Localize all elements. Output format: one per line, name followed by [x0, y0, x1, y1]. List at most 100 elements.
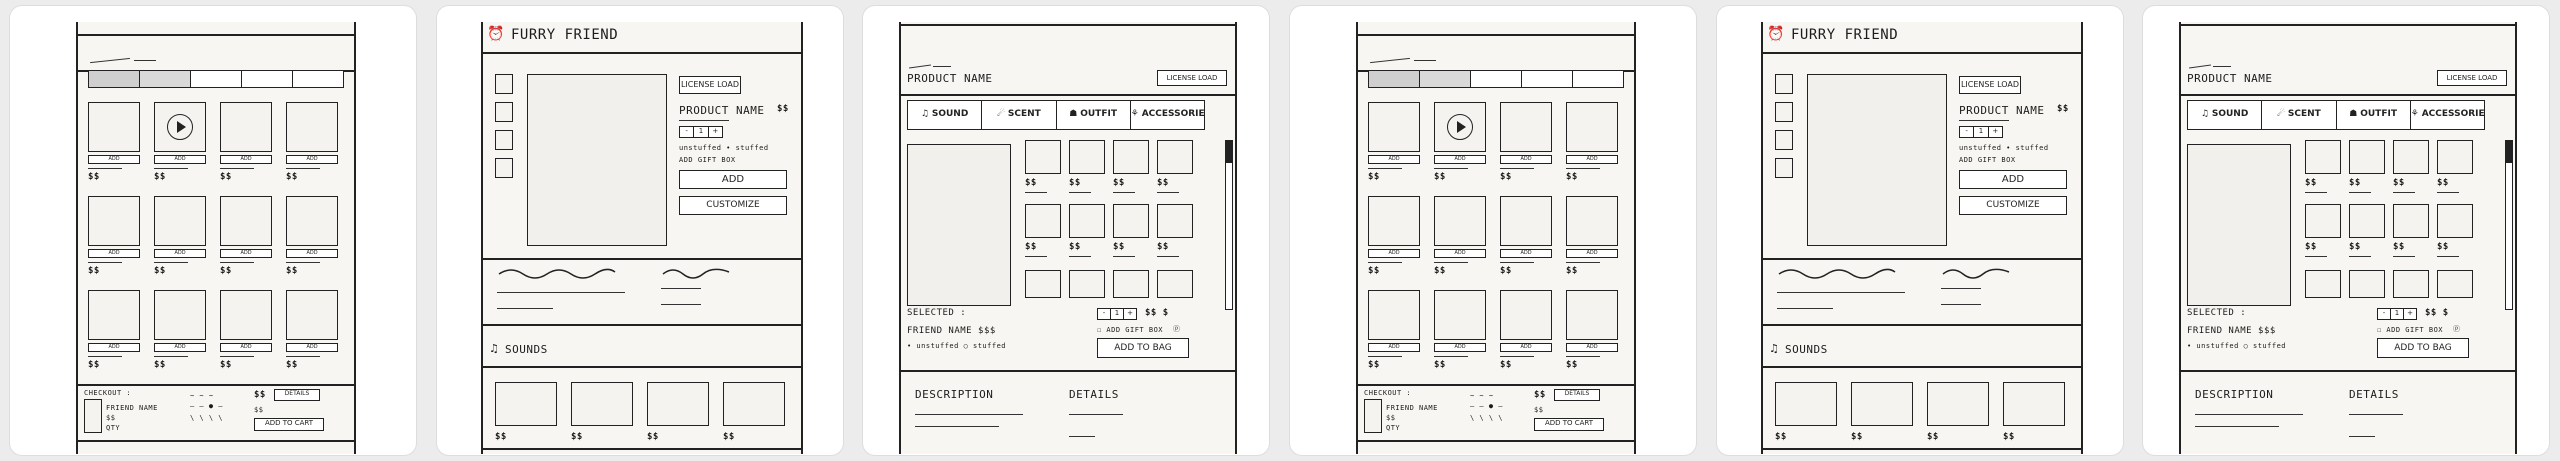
option-tile[interactable]: [1113, 270, 1149, 298]
qty-plus[interactable]: +: [2407, 309, 2413, 317]
product-tile[interactable]: [154, 102, 206, 152]
option-tile[interactable]: [2437, 270, 2473, 298]
option-tile[interactable]: [1069, 270, 1105, 298]
add-button[interactable]: ADD: [220, 249, 272, 258]
product-tile[interactable]: [154, 290, 206, 340]
product-tile[interactable]: [1500, 290, 1552, 340]
nav-tab[interactable]: [191, 71, 242, 87]
add-button[interactable]: ADD: [1368, 155, 1420, 164]
tab-sound[interactable]: ♫ SOUND: [908, 101, 983, 129]
product-tile[interactable]: [1368, 196, 1420, 246]
tab-scent[interactable]: ☄ SCENT: [2262, 101, 2337, 129]
add-button[interactable]: ADD: [1500, 249, 1552, 258]
add-button[interactable]: ADD: [286, 155, 338, 164]
product-tile[interactable]: [154, 196, 206, 246]
option-tile[interactable]: [1025, 270, 1061, 298]
sound-tile[interactable]: [1851, 382, 1913, 426]
gift-box-option[interactable]: ☐ ADD GIFT BOX: [2377, 326, 2444, 334]
option-tile[interactable]: [1157, 140, 1193, 174]
play-icon[interactable]: [1447, 114, 1473, 140]
thumbnail[interactable]: [495, 74, 513, 94]
option-scrollbar[interactable]: [1225, 140, 1233, 310]
nav-tab[interactable]: [89, 71, 140, 87]
add-button[interactable]: ADD: [286, 249, 338, 258]
help-icon[interactable]: ⓟ: [1173, 325, 1180, 333]
add-button[interactable]: ADD: [88, 155, 140, 164]
option-tile[interactable]: [2305, 140, 2341, 174]
product-tile[interactable]: [1566, 102, 1618, 152]
qty-minus[interactable]: -: [1098, 309, 1111, 319]
sound-tile[interactable]: [2003, 382, 2065, 426]
add-button[interactable]: ADD: [1959, 170, 2067, 189]
product-tile[interactable]: [1368, 102, 1420, 152]
details-button[interactable]: DETAILS: [274, 389, 320, 401]
add-button[interactable]: ADD: [88, 343, 140, 352]
option-tile[interactable]: [1069, 140, 1105, 174]
add-to-bag-button[interactable]: ADD TO BAG: [2377, 338, 2469, 358]
gift-box-option[interactable]: ADD GIFT BOX: [679, 156, 736, 164]
help-icon[interactable]: ⓟ: [2453, 325, 2460, 333]
quantity-stepper[interactable]: - 1 +: [2377, 308, 2417, 320]
product-tile[interactable]: [1434, 196, 1486, 246]
nav-tab[interactable]: [140, 71, 191, 87]
tab-outfit[interactable]: ☗ OUTFIT: [2337, 101, 2411, 129]
option-tile[interactable]: [2349, 204, 2385, 238]
add-button[interactable]: ADD: [1500, 155, 1552, 164]
customize-button[interactable]: CUSTOMIZE: [679, 196, 787, 215]
product-tile[interactable]: [1434, 102, 1486, 152]
option-tile[interactable]: [1113, 140, 1149, 174]
product-tile[interactable]: [220, 196, 272, 246]
qty-plus[interactable]: +: [712, 127, 719, 135]
add-button[interactable]: ADD: [154, 155, 206, 164]
product-tile[interactable]: [286, 290, 338, 340]
nav-tab[interactable]: [1369, 71, 1420, 87]
qty-plus[interactable]: +: [1992, 127, 1999, 135]
add-button[interactable]: ADD: [1368, 249, 1420, 258]
thumbnail[interactable]: [1775, 158, 1793, 178]
option-tile[interactable]: [1113, 204, 1149, 238]
add-button[interactable]: ADD: [220, 343, 272, 352]
gift-box-option[interactable]: ADD GIFT BOX: [1959, 156, 2016, 164]
add-button[interactable]: ADD: [1434, 249, 1486, 258]
product-tile[interactable]: [220, 102, 272, 152]
tab-outfit[interactable]: ☗ OUTFIT: [1057, 101, 1131, 129]
thumbnail[interactable]: [1775, 102, 1793, 122]
add-button[interactable]: ADD: [1566, 155, 1618, 164]
checkout-slider[interactable]: — — ● —: [190, 402, 224, 410]
option-tile[interactable]: [2393, 204, 2429, 238]
product-tile[interactable]: [1368, 290, 1420, 340]
quantity-stepper[interactable]: - 1 +: [679, 126, 723, 138]
product-tile[interactable]: [286, 196, 338, 246]
product-tile[interactable]: [88, 290, 140, 340]
add-button[interactable]: ADD: [88, 249, 140, 258]
product-tile[interactable]: [88, 102, 140, 152]
product-tile[interactable]: [1566, 290, 1618, 340]
license-load-button[interactable]: LICENSE LOAD: [2437, 70, 2507, 86]
sound-tile[interactable]: [1927, 382, 1989, 426]
add-button[interactable]: ADD: [154, 343, 206, 352]
option-tile[interactable]: [1157, 270, 1193, 298]
qty-minus[interactable]: -: [2378, 309, 2391, 319]
add-button[interactable]: ADD: [1566, 343, 1618, 352]
option-tile[interactable]: [2437, 140, 2473, 174]
add-button[interactable]: ADD: [1434, 155, 1486, 164]
play-icon[interactable]: [167, 114, 193, 140]
sound-tile[interactable]: [571, 382, 633, 426]
thumbnail[interactable]: [495, 102, 513, 122]
add-button[interactable]: ADD: [1368, 343, 1420, 352]
product-tile[interactable]: [286, 102, 338, 152]
option-tile[interactable]: [1025, 204, 1061, 238]
customize-button[interactable]: CUSTOMIZE: [1959, 196, 2067, 215]
license-load-button[interactable]: LICENSE LOAD: [679, 76, 741, 94]
add-to-cart-button[interactable]: ADD TO CART: [1534, 418, 1604, 431]
stuffed-options[interactable]: unstuffed • stuffed: [1959, 144, 2049, 152]
option-tile[interactable]: [2393, 270, 2429, 298]
add-to-cart-button[interactable]: ADD TO CART: [254, 418, 324, 431]
option-tile[interactable]: [2349, 140, 2385, 174]
stuffed-options[interactable]: • unstuffed ○ stuffed: [907, 342, 1007, 350]
option-tile[interactable]: [2393, 140, 2429, 174]
add-button[interactable]: ADD: [1500, 343, 1552, 352]
thumbnail[interactable]: [495, 130, 513, 150]
